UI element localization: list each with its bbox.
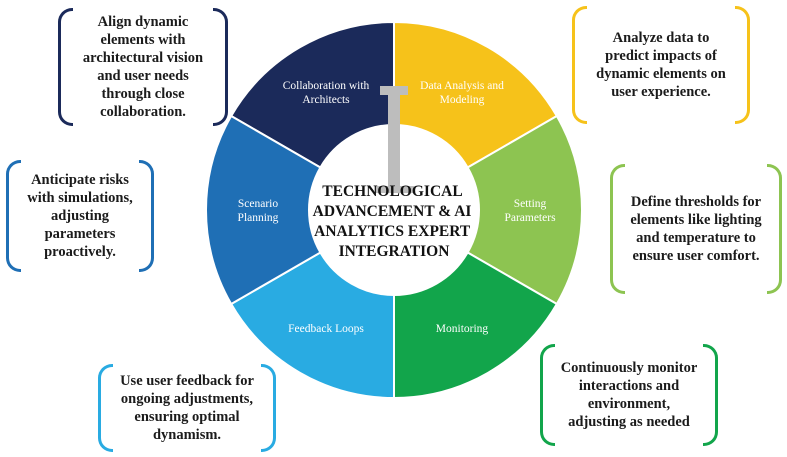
- note-monitoring: Continuously monitor interactions and en…: [540, 344, 718, 446]
- segment-label-line: Modeling: [440, 94, 485, 106]
- note-data-analysis-text: Analyze data to predict impacts of dynam…: [596, 30, 726, 100]
- note-feedback-loops-text: Use user feedback for ongoing adjustment…: [120, 373, 254, 443]
- note-setting-parameters-text: Define thresholds for elements like ligh…: [630, 194, 762, 264]
- note-feedback-loops: Use user feedback for ongoing adjustment…: [98, 364, 276, 452]
- note-setting-parameters: Define thresholds for elements like ligh…: [610, 164, 782, 294]
- note-data-analysis: Analyze data to predict impacts of dynam…: [572, 6, 750, 124]
- segment-label-line: Collaboration with: [283, 80, 370, 92]
- note-scenario-planning: Anticipate risks with simulations, adjus…: [6, 160, 154, 272]
- note-monitoring-text: Continuously monitor interactions and en…: [560, 360, 698, 430]
- center-title: TECHNOLOGICAL ADVANCEMENT & AI ANALYTICS…: [313, 183, 476, 260]
- segment-label-monitoring: Monitoring: [436, 323, 489, 335]
- segment-label-line: Scenario: [238, 198, 278, 210]
- segment-label-feedback-loops: Feedback Loops: [288, 323, 364, 335]
- center-title-line: TECHNOLOGICAL: [322, 183, 462, 200]
- segment-label-line: Data Analysis and: [420, 80, 504, 92]
- center-title-line: ANALYTICS EXPERT: [314, 223, 471, 240]
- segment-label-line: Planning: [238, 212, 279, 224]
- segment-label-line: Monitoring: [436, 323, 489, 335]
- center-title-line: INTEGRATION: [339, 243, 450, 260]
- note-scenario-planning-text: Anticipate risks with simulations, adjus…: [27, 172, 133, 260]
- segment-label-line: Setting: [514, 198, 547, 210]
- note-collaboration-text: Align dynamic elements with architectura…: [82, 14, 204, 120]
- center-circle: [309, 125, 479, 295]
- segment-label-line: Parameters: [504, 212, 556, 224]
- segment-label-line: Feedback Loops: [288, 323, 364, 335]
- pillar-icon: [374, 86, 414, 193]
- segment-label-line: Architects: [302, 94, 350, 106]
- note-collaboration: Align dynamic elements with architectura…: [58, 8, 228, 126]
- center-title-line: ADVANCEMENT & AI: [313, 203, 472, 220]
